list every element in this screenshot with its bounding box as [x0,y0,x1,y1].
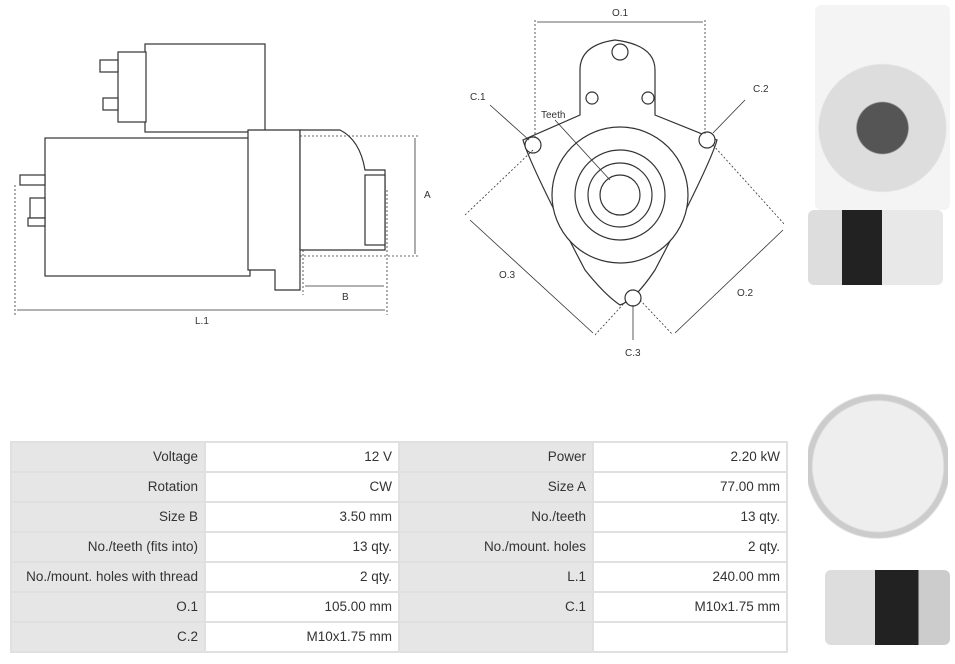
spec-label: C.2 [9,621,207,653]
label-l1: L.1 [195,316,209,327]
spec-label: No./teeth [397,501,595,533]
spec-label: Power [397,441,595,473]
spec-value: 13 qty. [592,501,788,533]
label-o3: O.3 [499,270,516,281]
solenoid [144,43,266,133]
spec-label: Voltage [9,441,207,473]
spec-label: Size B [9,501,207,533]
spec-label: O.1 [9,591,207,623]
side-view-diagram: A B L.1 [14,43,431,327]
spec-value: M10x1.75 mm [592,591,788,623]
spec-row: No./teeth (fits into)13 qty.No./mount. h… [9,531,788,563]
spec-value: 12 V [204,441,400,473]
front-view-diagram: O.1 C.1 C.2 Teeth O.3 O.2 C.3 [464,8,786,359]
spec-value: 105.00 mm [204,591,400,623]
spec-label: No./mount. holes with thread [9,561,207,593]
label-teeth: Teeth [541,110,565,121]
spec-value: 77.00 mm [592,471,788,503]
spec-value: CW [204,471,400,503]
spec-label: C.1 [397,591,595,623]
label-o1: O.1 [612,8,629,19]
label-c2: C.2 [753,84,769,95]
spec-label: Size A [397,471,595,503]
label-a: A [424,190,431,201]
spec-label [397,621,595,653]
motor-housing [44,137,251,277]
product-photo-side-2[interactable] [825,570,950,645]
spec-label: Rotation [9,471,207,503]
spec-value: 240.00 mm [592,561,788,593]
product-photo-side[interactable] [808,210,943,285]
spec-value: M10x1.75 mm [204,621,400,653]
spec-value: 2 qty. [204,561,400,593]
label-c3: C.3 [625,348,641,359]
spec-label: L.1 [397,561,595,593]
product-photo-rear[interactable] [808,320,948,545]
label-b: B [342,292,349,303]
spec-value: 3.50 mm [204,501,400,533]
spec-value: 13 qty. [204,531,400,563]
spec-value: 2.20 kW [592,441,788,473]
label-c1: C.1 [470,92,486,103]
product-photo-front[interactable] [815,5,950,210]
spec-value: 2 qty. [592,531,788,563]
spec-label: No./teeth (fits into) [9,531,207,563]
spec-value [592,621,788,653]
label-o2: O.2 [737,288,754,299]
spec-label: No./mount. holes [397,531,595,563]
